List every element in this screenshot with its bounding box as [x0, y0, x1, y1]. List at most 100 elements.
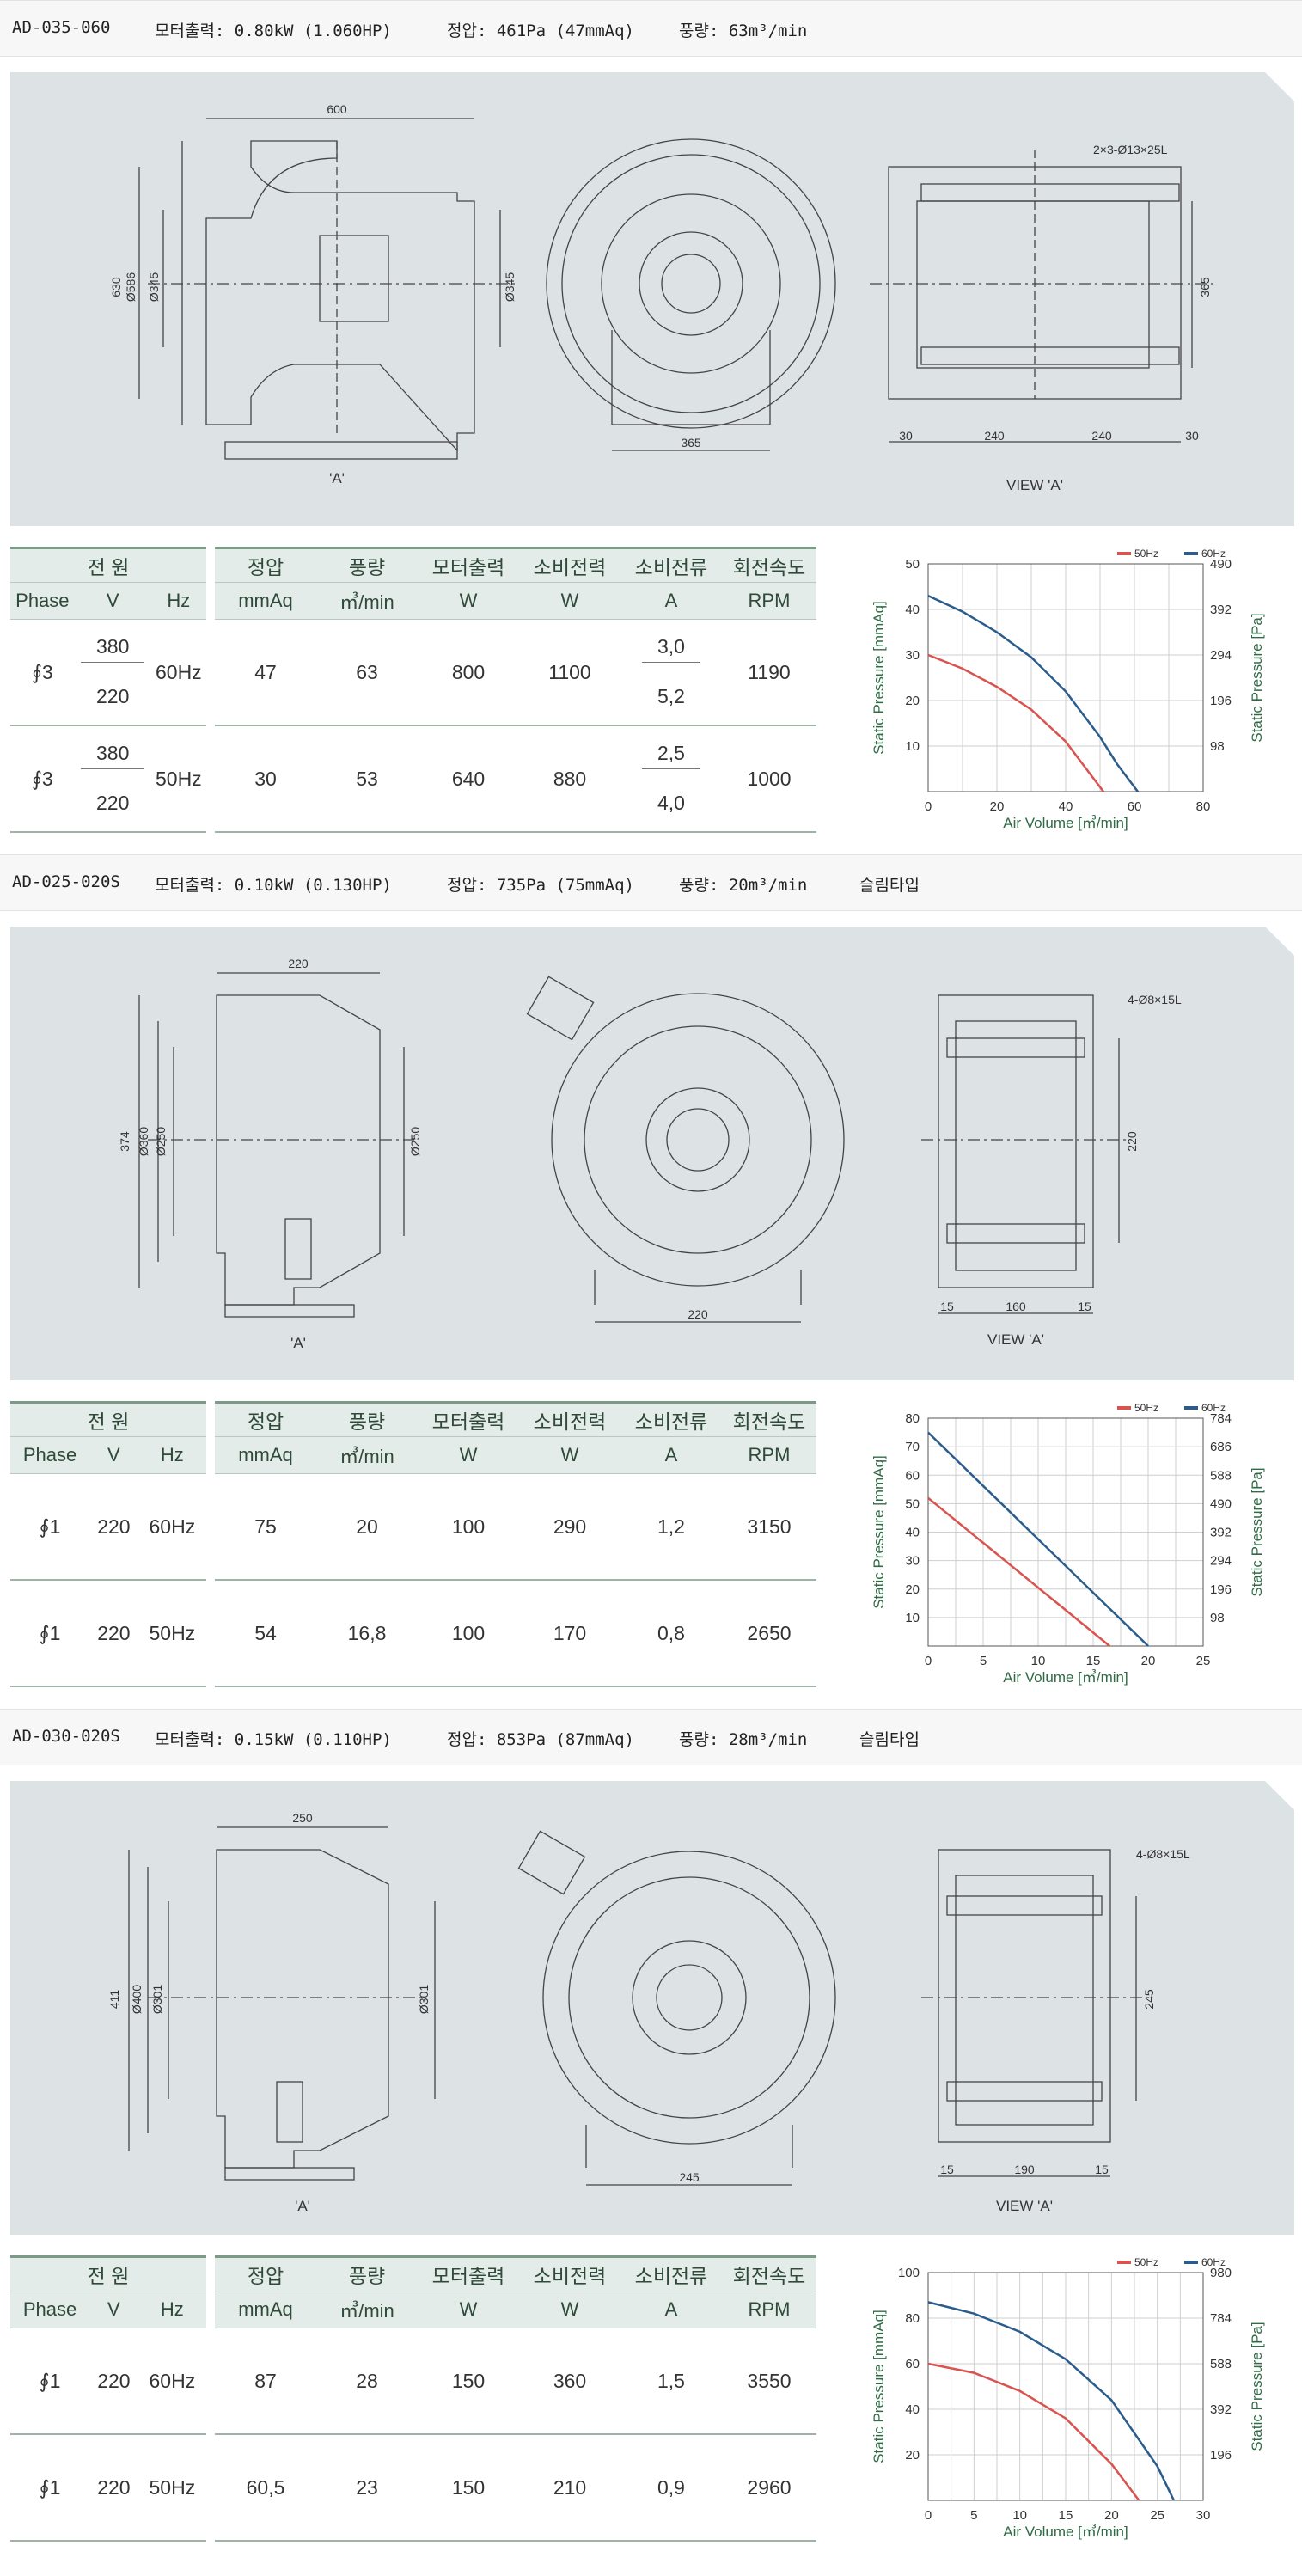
cell-rpm: 1000 — [722, 726, 816, 833]
plot-frame — [927, 563, 1204, 792]
dim-base-width: 365 — [681, 436, 701, 450]
dim-inner-diameter: Ø345 — [147, 272, 161, 302]
legend-label: 50Hz — [1134, 548, 1158, 560]
cell-current: 0,8 — [620, 1581, 722, 1687]
header-flow: 풍량 — [316, 1401, 418, 1436]
dim-bottom-1: 15 — [940, 2163, 954, 2176]
y-tick-label: 50 — [905, 1496, 920, 1511]
cell-rpm: 3150 — [722, 1474, 816, 1581]
cell-flow: 20 — [316, 1474, 418, 1581]
y-tick-label: 40 — [905, 2402, 920, 2417]
air-flow: 풍량: 63m³/min — [679, 21, 808, 40]
x-tick-label: 20 — [1141, 1654, 1156, 1668]
y-tick-label: 100 — [898, 2266, 920, 2280]
spec-bar: AD-025-020S 모터출력: 0.10kW (0.130HP) 정압: 7… — [0, 854, 1302, 911]
series-line-50Hz — [927, 653, 1104, 792]
y2-tick-label: 980 — [1210, 2266, 1232, 2280]
dim-inner-diameter: Ø250 — [154, 1127, 168, 1156]
header-motor: 모터출력 — [418, 2255, 519, 2291]
motor-output: 모터출력: 0.15kW (0.110HP) — [155, 1730, 392, 1749]
dim-base-width: 245 — [679, 2170, 700, 2184]
header-unit: RPM — [722, 1436, 816, 1474]
technical-drawing: 220 374 Ø360 Ø250 Ø250 'A' 220 4-Ø8×15L … — [118, 957, 1182, 1351]
header-hz: Hz — [138, 2291, 206, 2328]
y2-tick-label: 196 — [1210, 1582, 1232, 1597]
header-unit: mmAq — [215, 1436, 316, 1474]
y2-tick-label: 294 — [1210, 648, 1232, 663]
cell-power: 170 — [519, 1581, 620, 1687]
hole-spec: 4-Ø8×15L — [1136, 1847, 1190, 1861]
x-tick-label: 25 — [1150, 2508, 1164, 2523]
view-label: VIEW 'A' — [1006, 477, 1063, 493]
spec-table: 전 원 정압 풍량 모터출력 소비전력 소비전류 회전속도 Phase V Hz… — [10, 1401, 816, 1687]
legend-label: 50Hz — [1134, 1402, 1158, 1414]
series-line-60Hz — [927, 594, 1139, 792]
view-label: VIEW 'A' — [987, 1331, 1044, 1348]
header-unit: RPM — [722, 2291, 816, 2328]
air-flow: 풍량: 28m³/min — [679, 1730, 808, 1749]
motor-output: 모터출력: 0.10kW (0.130HP) — [155, 876, 392, 895]
view-a-marker: 'A' — [295, 2198, 310, 2214]
header-hz: Hz — [150, 582, 206, 620]
dim-right-diameter: Ø345 — [503, 272, 517, 302]
header-pressure: 정압 — [215, 547, 316, 582]
cell-phase: ∮1 — [10, 1581, 90, 1687]
header-power: 전 원 — [10, 1401, 206, 1436]
cell-mmaq: 54 — [215, 1581, 316, 1687]
x-tick-label: 20 — [1104, 2508, 1119, 2523]
y-tick-label: 10 — [905, 1611, 920, 1625]
header-consumption: 소비전력 — [519, 2255, 620, 2291]
y2-tick-label: 588 — [1210, 1468, 1232, 1483]
y2-tick-label: 392 — [1210, 603, 1232, 617]
spec-bar: AD-035-060 모터출력: 0.80kW (1.060HP) 정압: 46… — [0, 0, 1302, 57]
cell-motor: 100 — [418, 1474, 519, 1581]
header-unit: RPM — [722, 582, 816, 620]
y-tick-label: 30 — [905, 1554, 920, 1569]
header-flow: 풍량 — [316, 2255, 418, 2291]
header-current: 소비전류 — [620, 547, 722, 582]
type-label: 슬림타입 — [859, 1730, 920, 1749]
cell-current: 1,2 — [620, 1474, 722, 1581]
cell-flow: 53 — [316, 726, 418, 833]
cell-phase: ∮1 — [10, 2435, 90, 2542]
cell-hz: 60Hz — [138, 2328, 206, 2435]
cell-flow: 23 — [316, 2435, 418, 2542]
y2-tick-label: 490 — [1210, 1496, 1232, 1511]
x-tick-label: 80 — [1196, 799, 1211, 814]
cell-power: 360 — [519, 2328, 620, 2435]
y-tick-label: 20 — [905, 2448, 920, 2463]
drawing-panel: 250 411 Ø400 Ø301 Ø301 'A' 245 4-Ø8×15L … — [10, 1781, 1294, 2235]
table-row: ∮1 220 60Hz 87 28 150 360 1,5 3550 — [10, 2328, 816, 2435]
dim-bottom-3: 15 — [1095, 2163, 1109, 2176]
header-motor: 모터출력 — [418, 547, 519, 582]
header-rpm: 회전속도 — [722, 2255, 816, 2291]
y2-tick-label: 490 — [1210, 557, 1232, 572]
spec-table: 전 원 정압 풍량 모터출력 소비전력 소비전류 회전속도 Phase V Hz… — [10, 2255, 816, 2542]
header-unit: W — [519, 1436, 620, 1474]
header-pressure: 정압 — [215, 1401, 316, 1436]
x-tick-label: 15 — [1059, 2508, 1073, 2523]
technical-drawing: 600 630 Ø586 Ø345 Ø345 'A' 365 2×3-Ø13×2… — [109, 102, 1213, 493]
cell-flow: 63 — [316, 620, 418, 726]
x-tick-label: 0 — [925, 1654, 932, 1668]
y-tick-label: 80 — [905, 2311, 920, 2326]
cell-phase: ∮3 — [10, 726, 75, 833]
y-tick-label: 60 — [905, 2357, 920, 2371]
cell-motor: 150 — [418, 2328, 519, 2435]
cell-power: 1100 — [519, 620, 620, 726]
header-phase: Phase — [10, 582, 75, 620]
x-tick-label: 5 — [970, 2508, 977, 2523]
cell-flow: 28 — [316, 2328, 418, 2435]
spec-table: 전 원 정압 풍량 모터출력 소비전력 소비전류 회전속도 Phase V Hz… — [10, 547, 816, 833]
cell-motor: 100 — [418, 1581, 519, 1687]
header-unit: ㎥/min — [316, 2291, 418, 2328]
header-unit: W — [418, 582, 519, 620]
x-axis-label: Air Volume [㎥/min] — [1003, 815, 1128, 831]
y-tick-label: 20 — [905, 694, 920, 708]
header-current: 소비전류 — [620, 1401, 722, 1436]
